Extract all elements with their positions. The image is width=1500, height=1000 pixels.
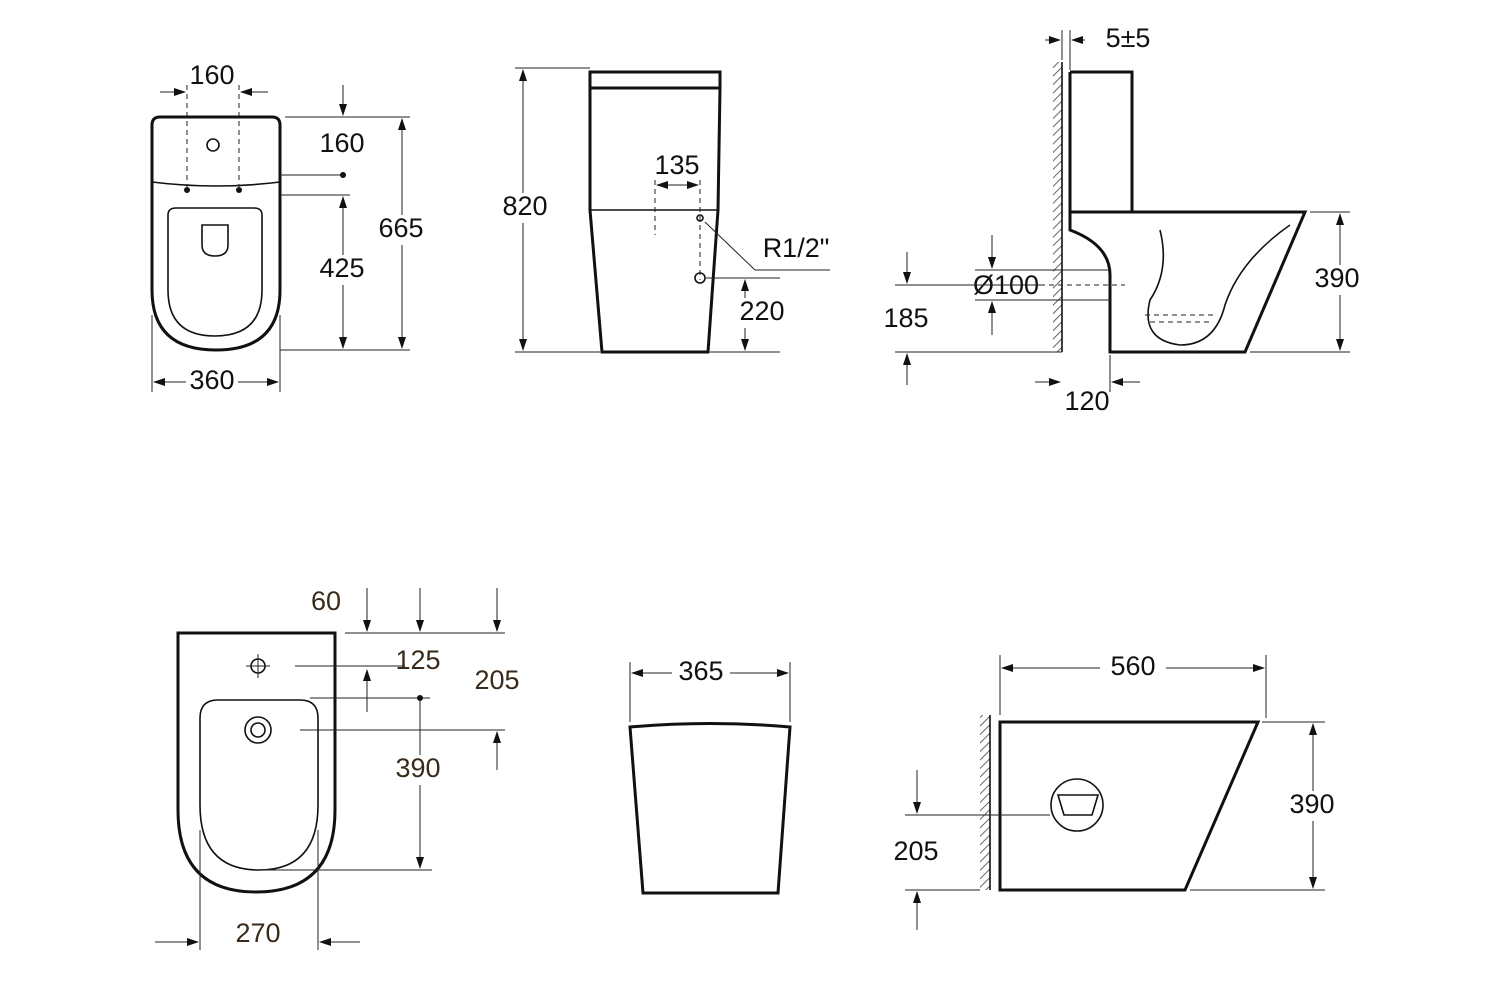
dim-tank-depth: 160 bbox=[319, 128, 364, 158]
dim-height: 820 bbox=[502, 191, 547, 221]
dim-total-depth: 665 bbox=[378, 213, 423, 243]
wall-hatch bbox=[980, 715, 990, 890]
bidet-side-view: 560 390 205 bbox=[893, 651, 1341, 930]
dim-width: 360 bbox=[189, 365, 234, 395]
bidet-top-view: 60 125 205 390 270 bbox=[155, 586, 520, 950]
dim-bowl-width: 270 bbox=[235, 918, 280, 948]
toilet-front-view: 820 135 R1/2" 220 bbox=[498, 67, 830, 354]
dim-height: 390 bbox=[1289, 789, 1334, 819]
toilet-side-view: 5±5 390 Ø100 185 120 bbox=[883, 23, 1364, 416]
dim-tank-hole-spacing: 160 bbox=[189, 60, 234, 90]
dim-inlet-height: 205 bbox=[893, 836, 938, 866]
dim-inlet-height: 220 bbox=[739, 296, 784, 326]
dim-bowl-depth: 425 bbox=[319, 253, 364, 283]
dim-hole-offset: 60 bbox=[311, 586, 341, 616]
dim-wall-gap: 5±5 bbox=[1106, 23, 1151, 53]
dim-hole-to-center: 125 bbox=[395, 645, 440, 675]
dim-depth: 560 bbox=[1110, 651, 1155, 681]
bidet-front-view: 365 bbox=[628, 656, 792, 895]
wall-hatch bbox=[1053, 62, 1062, 352]
dim-outlet-offset: 120 bbox=[1064, 386, 1109, 416]
dim-seat-height: 390 bbox=[1314, 263, 1359, 293]
dim-width: 365 bbox=[678, 656, 723, 686]
inlet-thread-label: R1/2" bbox=[763, 233, 830, 263]
dim-inlet-offset: 135 bbox=[654, 150, 699, 180]
toilet-top-view: 160 160 425 665 360 bbox=[150, 60, 428, 398]
dim-hole-depth: 205 bbox=[474, 665, 519, 695]
dim-outlet-height: 185 bbox=[883, 303, 928, 333]
dim-bowl-depth: 390 bbox=[395, 753, 440, 783]
